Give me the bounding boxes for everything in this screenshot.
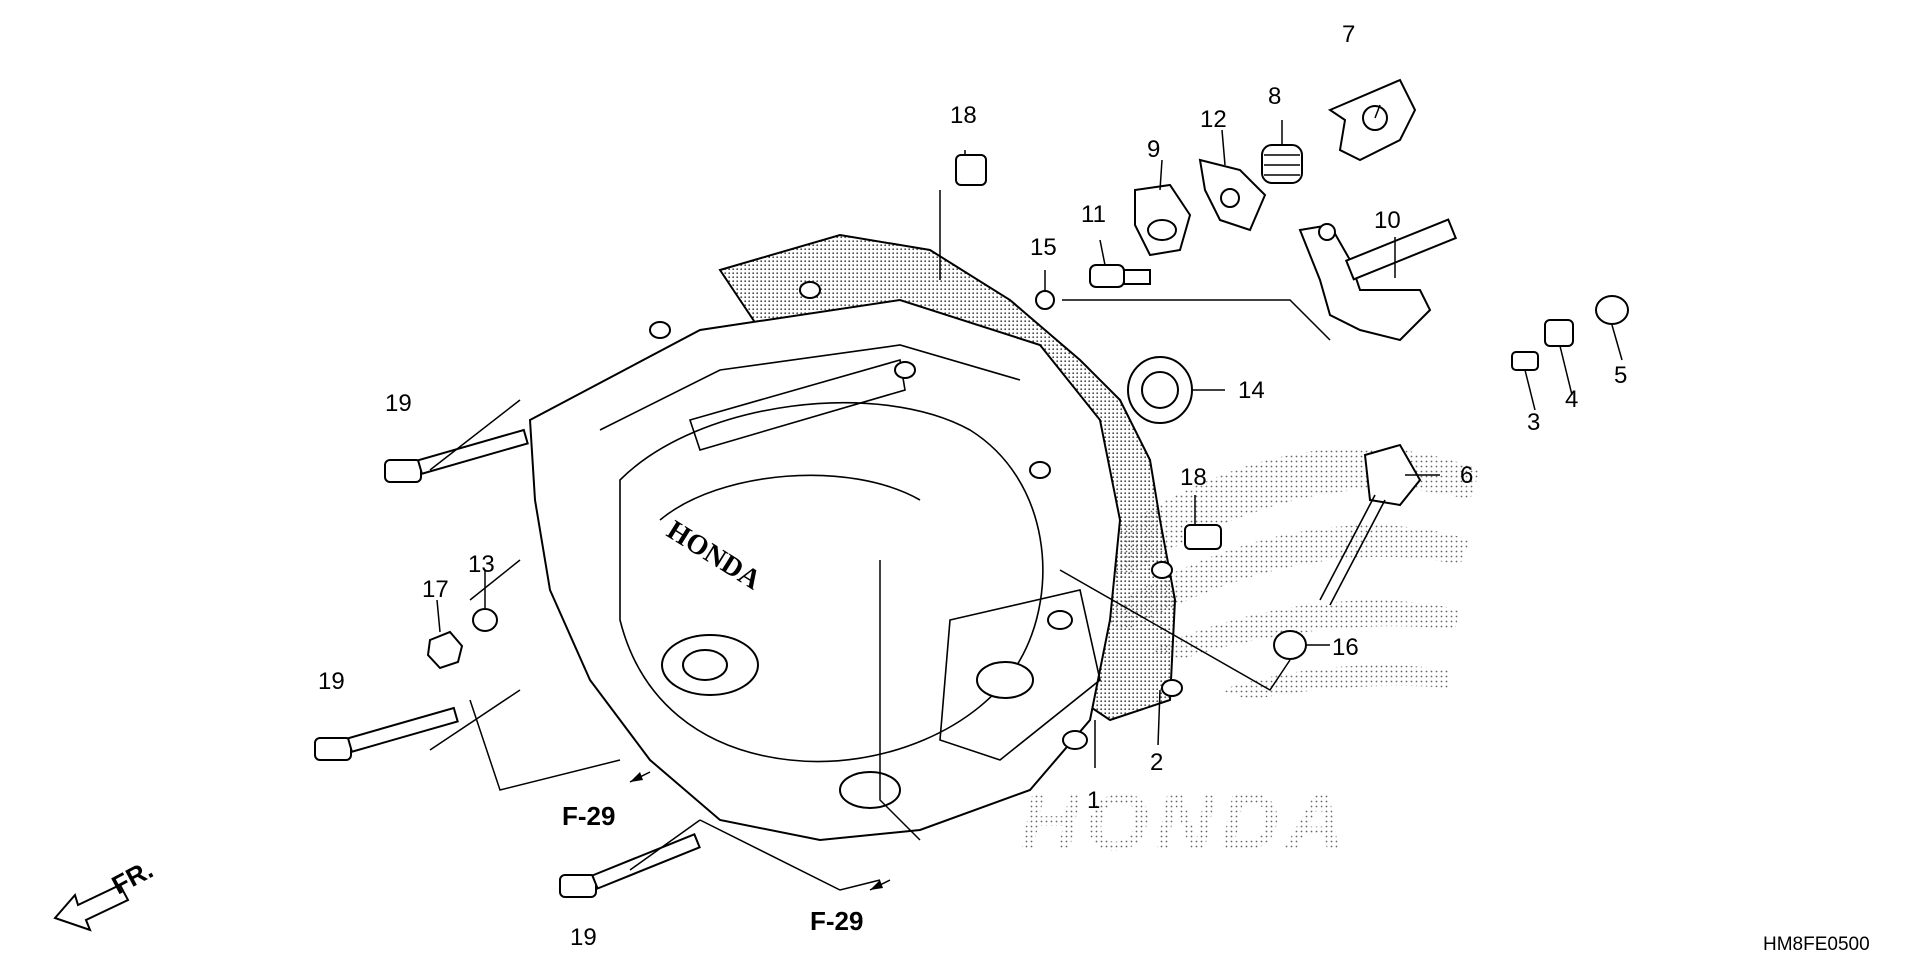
- callout-5: 5: [1614, 362, 1627, 389]
- callout-17: 17: [422, 576, 449, 603]
- honda-watermark-text: HONDA: [1020, 777, 1351, 868]
- part-16-o-ring: [1273, 630, 1307, 660]
- part-10-shift-arm: [1298, 218, 1458, 342]
- callout-12: 12: [1200, 106, 1227, 133]
- callout-2: 2: [1150, 749, 1163, 776]
- part-9-stopper: [1134, 183, 1192, 257]
- part-19-bolt-upper: [384, 428, 529, 483]
- callout-3: 3: [1527, 409, 1540, 436]
- part-7-cam-plate: [1327, 78, 1417, 162]
- callout-18-top: 18: [950, 102, 977, 129]
- callout-11: 11: [1081, 201, 1106, 228]
- part-17-nut: [426, 630, 464, 670]
- callout-16: 16: [1332, 634, 1359, 661]
- callout-15: 15: [1030, 234, 1057, 261]
- callout-6: 6: [1460, 462, 1473, 489]
- part-19-bolt-lower: [559, 833, 701, 898]
- ref-arrow-icon-2: [869, 879, 891, 891]
- ref-f29-bottom: F-29: [810, 906, 863, 936]
- part-14-bearing: [1127, 356, 1193, 424]
- callout-19-upper: 19: [385, 390, 412, 417]
- ref-f29-left: F-29: [562, 801, 615, 831]
- part-13-washer: [472, 608, 498, 632]
- leader-lines: [429, 104, 1623, 891]
- callout-14: 14: [1238, 377, 1265, 404]
- front-direction-arrow-icon: [53, 883, 130, 932]
- callout-19-middle: 19: [318, 668, 345, 695]
- callout-7: 7: [1342, 21, 1355, 48]
- part-12-plate: [1198, 158, 1267, 232]
- callout-1: 1: [1087, 787, 1100, 814]
- part-3-plug: [1511, 351, 1539, 371]
- part-18-dowel-mid: [1184, 524, 1222, 550]
- callout-8: 8: [1268, 83, 1281, 110]
- part-5-plug: [1595, 295, 1629, 325]
- callout-10: 10: [1374, 207, 1401, 234]
- part-11-bolt: [1089, 264, 1151, 288]
- callout-9: 9: [1147, 136, 1160, 163]
- part-8-spring: [1261, 144, 1303, 184]
- part-19-bolt-middle: [314, 706, 459, 761]
- callout-13: 13: [468, 551, 495, 578]
- part-4-spring: [1544, 319, 1574, 347]
- callout-4: 4: [1565, 386, 1578, 413]
- ref-arrow-icon-1: [629, 771, 651, 783]
- part-18-dowel-top: [955, 154, 987, 186]
- callout-19-lower: 19: [570, 924, 597, 951]
- crankcase-cover-part: [528, 281, 1183, 842]
- diagram-code: HM8FE0500: [1763, 934, 1870, 955]
- part-6-dipstick: [1319, 443, 1422, 606]
- callout-18-mid: 18: [1180, 464, 1207, 491]
- part-15-washer: [1035, 290, 1055, 310]
